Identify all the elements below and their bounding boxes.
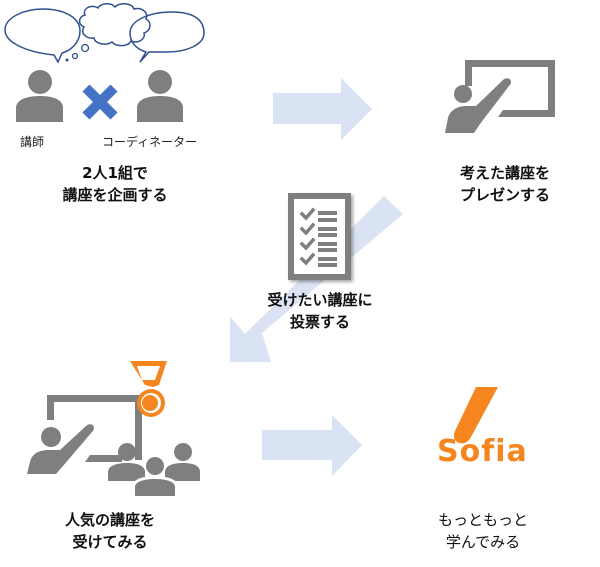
thought-dot-icon xyxy=(71,52,79,60)
thought-cloud-icon xyxy=(78,3,151,47)
person-icon-lecturer xyxy=(16,70,63,122)
step3-caption-line2: 投票する xyxy=(289,313,350,331)
audience-front-icon xyxy=(132,476,178,497)
person-icon-coordinator xyxy=(137,70,183,122)
speech-bubble-icon xyxy=(4,8,81,64)
step4-caption-line2: 受けてみる xyxy=(72,533,148,551)
arrow-right-bottom xyxy=(262,415,362,476)
role-label-lecturer: 講師 xyxy=(20,135,45,149)
step2-caption-line1: 考えた講座を xyxy=(459,164,550,182)
step1-caption-line2: 講座を企画する xyxy=(62,186,168,204)
classroom-icon xyxy=(27,395,200,481)
step1-caption: 2人1組で 講座を企画する xyxy=(30,162,200,206)
checklist-icon xyxy=(288,193,351,280)
step5-caption: もっともっと 学んでみる xyxy=(398,509,568,553)
step3-caption: 受けたい講座に 投票する xyxy=(235,289,405,333)
sofia-logo-text: Sofia xyxy=(437,434,528,469)
step1-caption-line1: 2人1組で xyxy=(82,164,148,182)
step5-caption-line2: 学んでみる xyxy=(445,533,521,551)
presenter-board-icon xyxy=(445,60,555,133)
role-label-coordinator: コーディネーター xyxy=(102,135,198,149)
step4-caption-line1: 人気の講座を xyxy=(64,511,155,529)
arrow-right-top xyxy=(273,78,372,140)
step5-caption-line1: もっともっと xyxy=(437,511,528,529)
step4-caption: 人気の講座を 受けてみる xyxy=(25,509,195,553)
sofia-logo-slash-icon xyxy=(453,387,498,444)
step3-caption-line1: 受けたい講座に xyxy=(267,291,373,309)
step2-caption: 考えた講座を プレゼンする xyxy=(420,162,590,206)
step2-caption-line2: プレゼンする xyxy=(459,186,550,204)
medal-icon xyxy=(130,361,167,417)
thought-dot-icon xyxy=(80,43,90,53)
cross-icon xyxy=(82,84,118,120)
thought-dot-icon xyxy=(65,58,69,62)
speech-bubble-icon xyxy=(129,11,205,63)
